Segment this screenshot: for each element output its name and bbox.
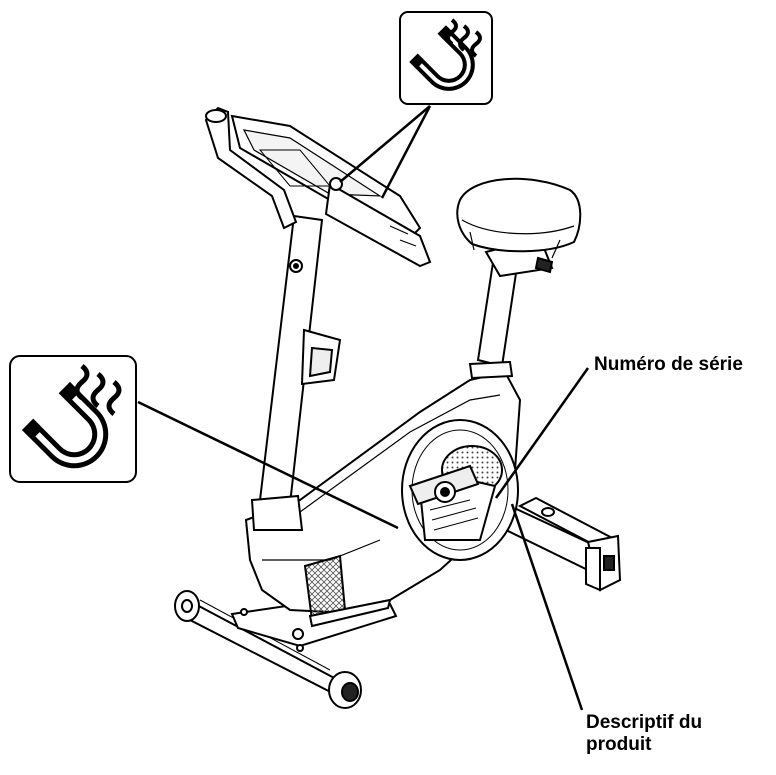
- seat-assembly: [456, 177, 582, 380]
- product-descriptor-label-line2: produit: [586, 734, 652, 755]
- leader-left-to-flywheel: [137, 400, 399, 530]
- leader-top-to-console-left: [339, 105, 431, 183]
- rear-stabilizer: [504, 496, 622, 592]
- leader-serial-number: [494, 367, 590, 499]
- flywheel-housing: [401, 419, 519, 561]
- product-descriptor-label: Descriptif du produit: [586, 712, 702, 756]
- front-stabilizer: [174, 590, 362, 709]
- console-and-handlebar: [204, 106, 432, 268]
- magnet-warning-icon: [9, 355, 137, 483]
- leader-product-descriptor: [510, 503, 584, 711]
- product-descriptor-label-line1: Descriptif du: [586, 712, 703, 733]
- leader-lines: [137, 105, 590, 711]
- leader-top-to-console-right: [380, 105, 432, 199]
- console-mast: [250, 214, 342, 531]
- serial-number-label: Numéro de série: [594, 354, 743, 375]
- magnet-warning-icon: [399, 11, 493, 105]
